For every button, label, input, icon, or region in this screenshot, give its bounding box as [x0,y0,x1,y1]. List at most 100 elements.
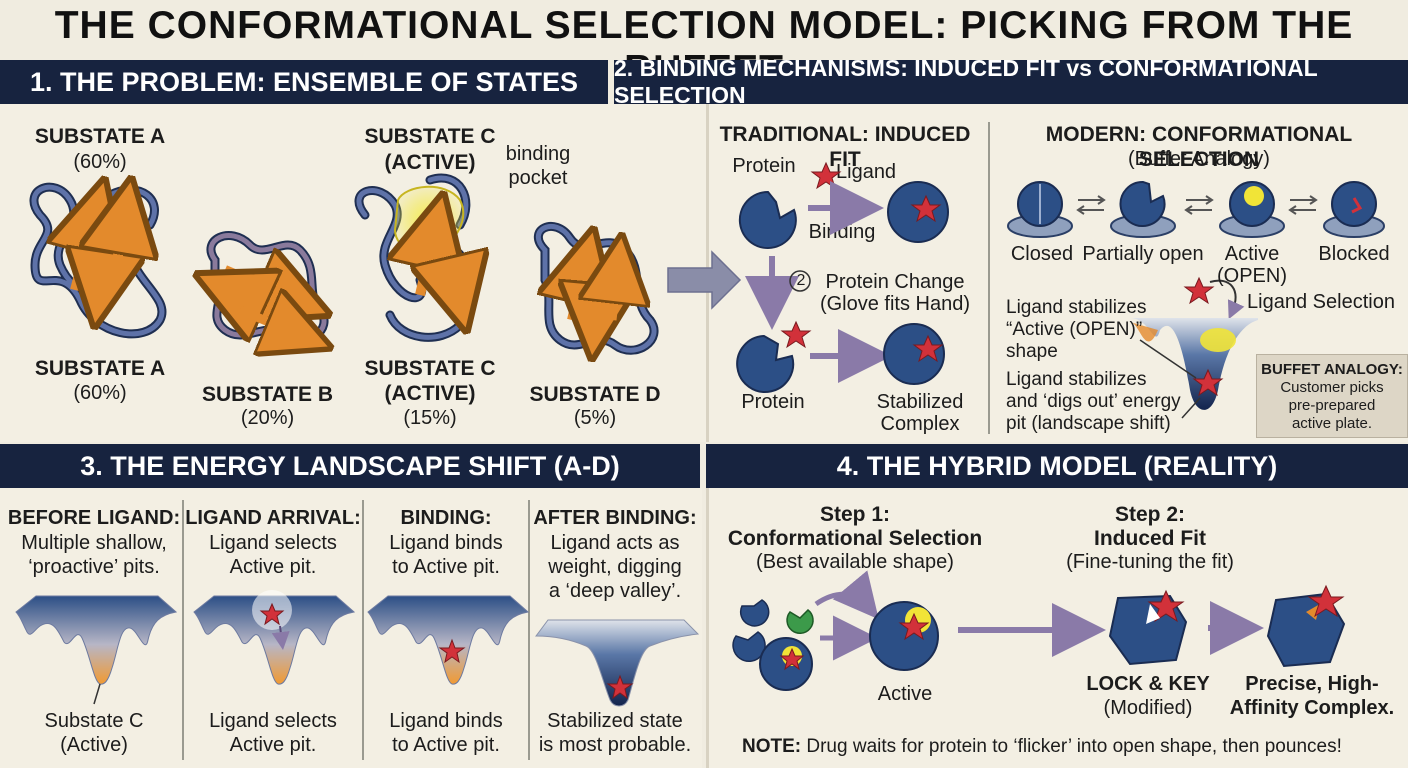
stabilized-label: Stabilized [876,391,964,413]
substate-c-ribbon [354,173,474,342]
buffet-line-1: Customer picks [1280,379,1384,396]
step-1-title: Conformational Selection [727,527,983,550]
ligand-label: Ligand [836,161,897,183]
panel3-divider-3 [528,500,530,760]
state-active-label: Active [1224,243,1280,265]
substate-b-pct: (20%) [240,407,295,429]
top-substate-c-label: SUBSTATE C [364,125,496,148]
col-after-line-1: Ligand acts as [550,532,680,554]
binding-pocket-label-1: binding [505,143,571,165]
landscape-after [535,619,700,707]
buffet-line-2: pre-prepared [1288,397,1376,414]
step-2-sub: (Fine-tuning the fit) [1066,551,1234,573]
lock-key-label: LOCK & KEY [1086,673,1210,695]
col-after-foot-1: Stabilized state [547,710,683,732]
complex-label: Complex [880,413,960,435]
col-after-head: AFTER BINDING: [533,507,697,529]
buffet-line-3: active plate. [1291,415,1373,432]
section-1-header: 1. THE PROBLEM: ENSEMBLE OF STATES [0,60,608,104]
section-2-header: 2. BINDING MECHANISMS: INDUCED FIT vs CO… [614,55,1408,108]
state-active-open-label: (OPEN) [1217,265,1287,287]
col-after-line-3: a ‘deep valley’. [548,580,682,602]
col-arrival-foot-2: Active pit. [229,734,317,756]
note-text: Drug waits for protein to ‘flicker’ into… [801,736,1342,757]
buffet-title: BUFFET ANALOGY: [1261,361,1403,378]
substate-b-ribbon [211,231,324,341]
substate-a-label: SUBSTATE A [34,357,166,380]
state-partially-open-label: Partially open [1082,243,1204,265]
precise-label-2: Affinity Complex. [1229,697,1395,719]
step-2-title: Induced Fit [1094,527,1206,550]
protein-bound-icon [887,181,949,243]
col-after-line-2: weight, digging [548,556,682,578]
stabilizes-note-1: Ligand stabilizes [1006,297,1147,318]
landscape-binding [367,595,530,685]
buffet-analogy-subtitle: (Buffet Analogy) [1128,148,1270,170]
top-substate-a-label: SUBSTATE A [34,125,166,148]
panel2-divider [988,122,990,434]
lock-key-modified-label: (Modified) [1103,697,1193,719]
conformational-selection-title: MODERN: CONFORMATIONAL SELECTION [1045,123,1353,171]
ligand-selection-label: Ligand Selection [1247,291,1395,313]
protein-pacman-icon [738,190,797,249]
digs-note-2: and ‘digs out’ energy [1006,391,1181,412]
substate-c-sub: (ACTIVE) [384,382,476,405]
glove-fits-hand-label: (Glove fits Hand) [819,293,971,315]
col-before-foot-1: Substate C [44,710,144,732]
substate-c-label: SUBSTATE C [364,357,496,380]
top-substate-c-sub: (ACTIVE) [384,151,476,174]
note-label: NOTE: [742,736,802,757]
protein-top-label: Protein [732,155,796,177]
substate-a-pct: (60%) [73,382,127,404]
substate-d-label: SUBSTATE D [529,383,661,406]
binding-pocket-label-2: pocket [508,167,568,189]
panel3-divider-2 [362,500,364,760]
state-blocked-label: Blocked [1318,243,1390,265]
col-arrival-head: LIGAND ARRIVAL: [185,507,361,529]
active-label: Active [877,683,933,705]
step-1-sub: (Best available shape) [756,551,954,573]
protein-bottom-label: Protein [741,391,805,413]
col-arrival-line-2: Active pit. [229,556,317,578]
substate-c-pct: (15%) [403,407,457,429]
buffet-analogy-box: BUFFET ANALOGY: Customer picks pre-prepa… [1256,354,1408,438]
col-binding-foot-2: to Active pit. [392,734,500,756]
substate-b-label: SUBSTATE B [201,383,334,406]
digs-note-1: Ligand stabilizes [1006,369,1147,390]
section-4-header: 4. THE HYBRID MODEL (REALITY) [706,444,1408,488]
col-binding-foot-1: Ligand binds [389,710,503,732]
col-after-foot-2: is most probable. [538,734,692,756]
top-substate-a-pct: (60%) [73,151,127,173]
substate-d-ribbon [533,226,659,350]
step-2-label: Step 2: [1114,503,1185,526]
col-binding-head: BINDING: [400,507,492,529]
state-plates [1007,180,1385,238]
step-2-number: 2 [796,272,806,289]
col-arrival-foot-1: Ligand selects [209,710,337,732]
precise-label-1: Precise, High- [1245,673,1379,695]
col-arrival-line-1: Ligand selects [209,532,337,554]
stabilizes-note-3: shape [1006,341,1058,362]
col-before-head: BEFORE LIGAND: [7,507,181,529]
panel3-divider-1 [182,500,184,760]
substate-d-pct: (5%) [573,407,617,429]
col-binding-line-1: Ligand binds [389,532,503,554]
digs-note-3: pit (landscape shift) [1006,413,1171,434]
stabilizes-note-2: “Active (OPEN)” [1006,319,1143,340]
col-before-foot-2: (Active) [60,734,128,756]
col-before-line-2: ‘proactive’ pits. [28,556,160,578]
step-1-label: Step 1: [819,503,890,526]
step-circle [789,270,811,292]
big-right-arrow [667,250,742,310]
induced-fit-title: TRADITIONAL: INDUCED FIT [719,123,971,171]
landscape-before [15,595,178,685]
state-closed-label: Closed [1010,243,1074,265]
col-binding-line-2: to Active pit. [392,556,500,578]
protein-change-label: Protein Change [825,271,965,293]
col-before-line-1: Multiple shallow, [21,532,167,554]
substate-a-ribbon [29,187,167,339]
